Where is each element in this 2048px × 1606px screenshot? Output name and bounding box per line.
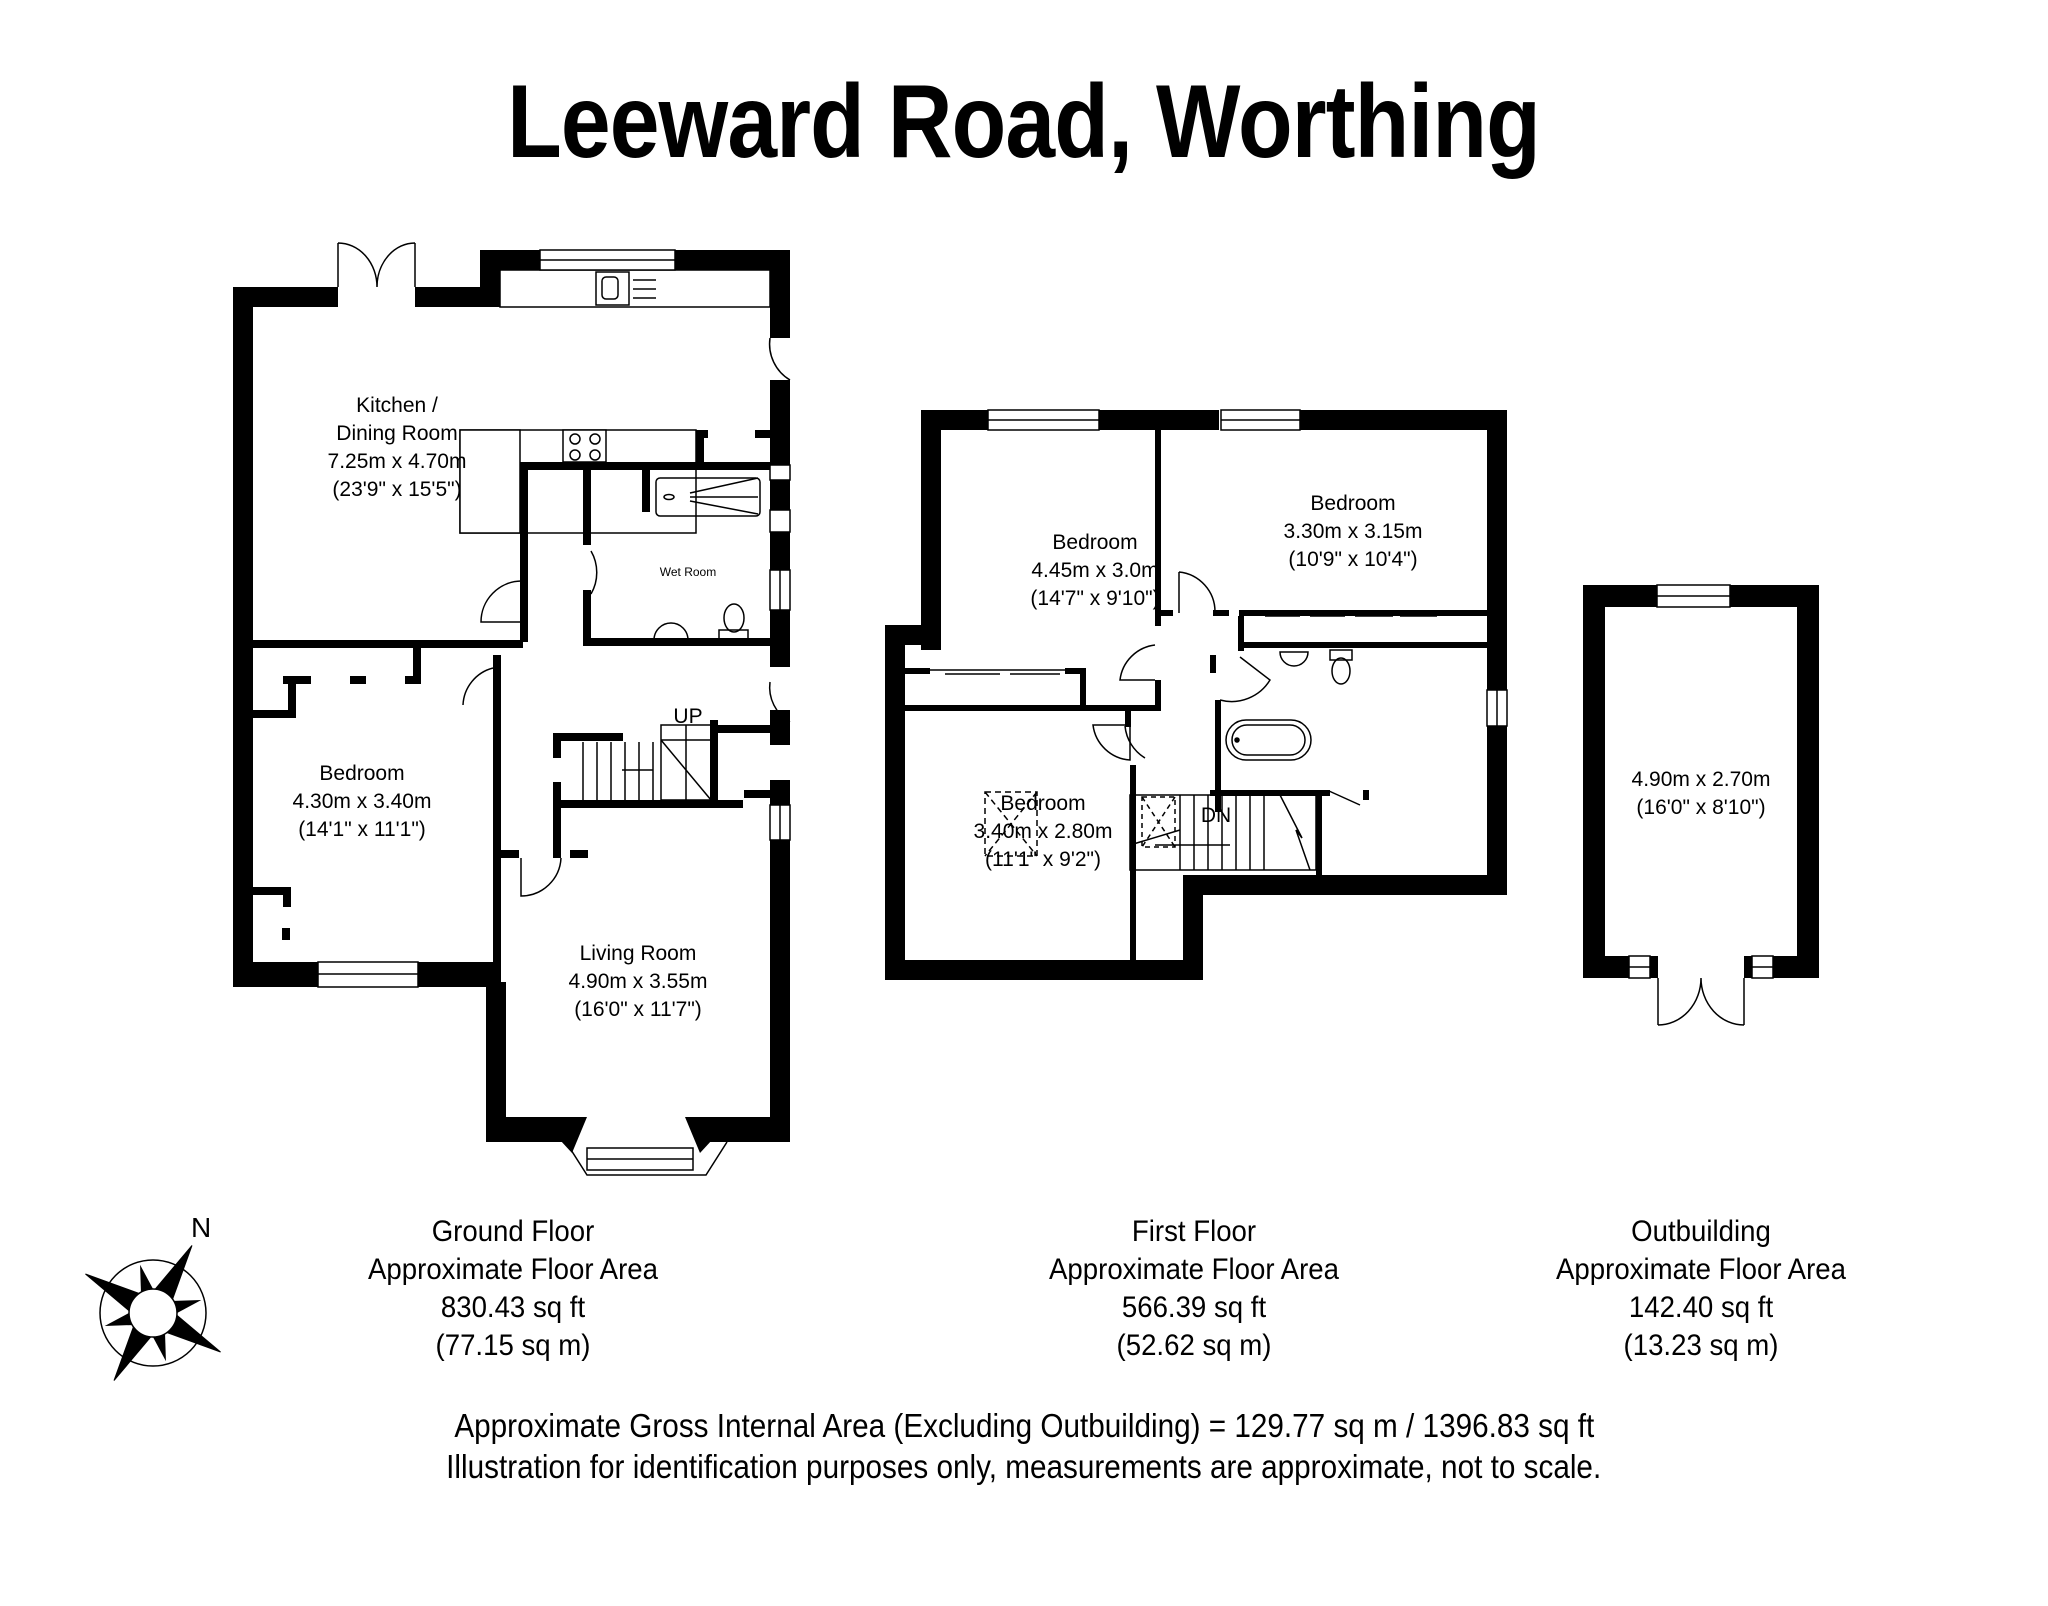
page-title: Leeward Road, Worthing [507,64,1542,180]
room-name-bedroom: Bedroom [1000,792,1085,815]
summary-heading: Outbuilding [1631,1215,1771,1248]
summary-sqft: 830.43 sq ft [440,1291,586,1324]
ground-floor-labels: Kitchen / Dining Room 7.25m x 4.70m (23'… [293,394,717,1021]
room-dimensions-metric: 4.90m x 3.55m [569,970,708,993]
room-name-dining: Dining Room [336,422,457,445]
room-dimensions-metric: 4.90m x 2.70m [1632,768,1771,791]
room-dimensions-imperial: (23'9" x 15'5") [332,478,461,501]
room-dimensions-imperial: (10'9" x 10'4") [1288,548,1417,571]
summary-caption: Approximate Floor Area [1049,1253,1339,1286]
summary-sqm: (77.15 sq m) [435,1329,591,1362]
room-dimensions-imperial: (16'0" x 8'10") [1636,796,1765,819]
ground-floor-plan [233,250,790,1153]
summary-heading: First Floor [1131,1215,1257,1248]
outbuilding-fixtures [1628,584,1774,1026]
room-dimensions-imperial: (14'1" x 11'1") [298,818,426,841]
summary-sqft: 142.40 sq ft [1628,1291,1774,1324]
outbuilding-plan [1583,585,1819,978]
room-dimensions-metric: 4.30m x 3.40m [293,790,432,813]
summary-sqft: 566.39 sq ft [1121,1291,1267,1324]
summary-heading: Ground Floor [431,1215,595,1248]
room-dimensions-metric: 3.30m x 3.15m [1284,520,1423,543]
ground-floor-summary: Ground Floor Approximate Floor Area 830.… [283,1213,743,1365]
room-dimensions-imperial: (14'7" x 9'10") [1030,587,1159,610]
summary-sqm: (52.62 sq m) [1116,1329,1272,1362]
disclaimer: Illustration for identification purposes… [446,1448,1602,1485]
gross-internal-area: Approximate Gross Internal Area (Excludi… [454,1407,1594,1444]
first-floor-summary: First Floor Approximate Floor Area 566.3… [964,1213,1424,1365]
summary-caption: Approximate Floor Area [368,1253,658,1286]
summary-sqm: (13.23 sq m) [1623,1329,1779,1362]
first-floor-plan [885,410,1507,980]
room-name-bedroom: Bedroom [1310,492,1395,515]
room-dimensions-imperial: (11'1" x 9'2") [985,848,1101,871]
room-dimensions-metric: 4.45m x 3.0m [1031,559,1158,582]
room-name-bedroom: Bedroom [319,762,404,785]
first-floor-labels: Bedroom 4.45m x 3.0m (14'7" x 9'10") Bed… [974,492,1423,871]
room-name-wet-room: Wet Room [660,565,716,579]
room-dimensions-metric: 7.25m x 4.70m [328,450,467,473]
room-name-bedroom: Bedroom [1052,531,1137,554]
stairs-down-label: DN [1201,804,1231,827]
room-dimensions-metric: 3.40m x 2.80m [974,820,1113,843]
room-name-living-room: Living Room [580,942,697,965]
outbuilding-summary: Outbuilding Approximate Floor Area 142.4… [1471,1213,1931,1365]
compass-rose-icon [85,1245,221,1381]
stairs-up-label: UP [673,705,702,728]
summary-caption: Approximate Floor Area [1556,1253,1846,1286]
first-floor-fixtures [930,409,1508,871]
north-label: N [191,1212,212,1243]
ground-floor-fixtures [317,242,791,1176]
room-name-kitchen: Kitchen / [356,394,438,417]
room-dimensions-imperial: (16'0" x 11'7") [574,998,702,1021]
outbuilding-labels: 4.90m x 2.70m (16'0" x 8'10") [1632,768,1771,819]
